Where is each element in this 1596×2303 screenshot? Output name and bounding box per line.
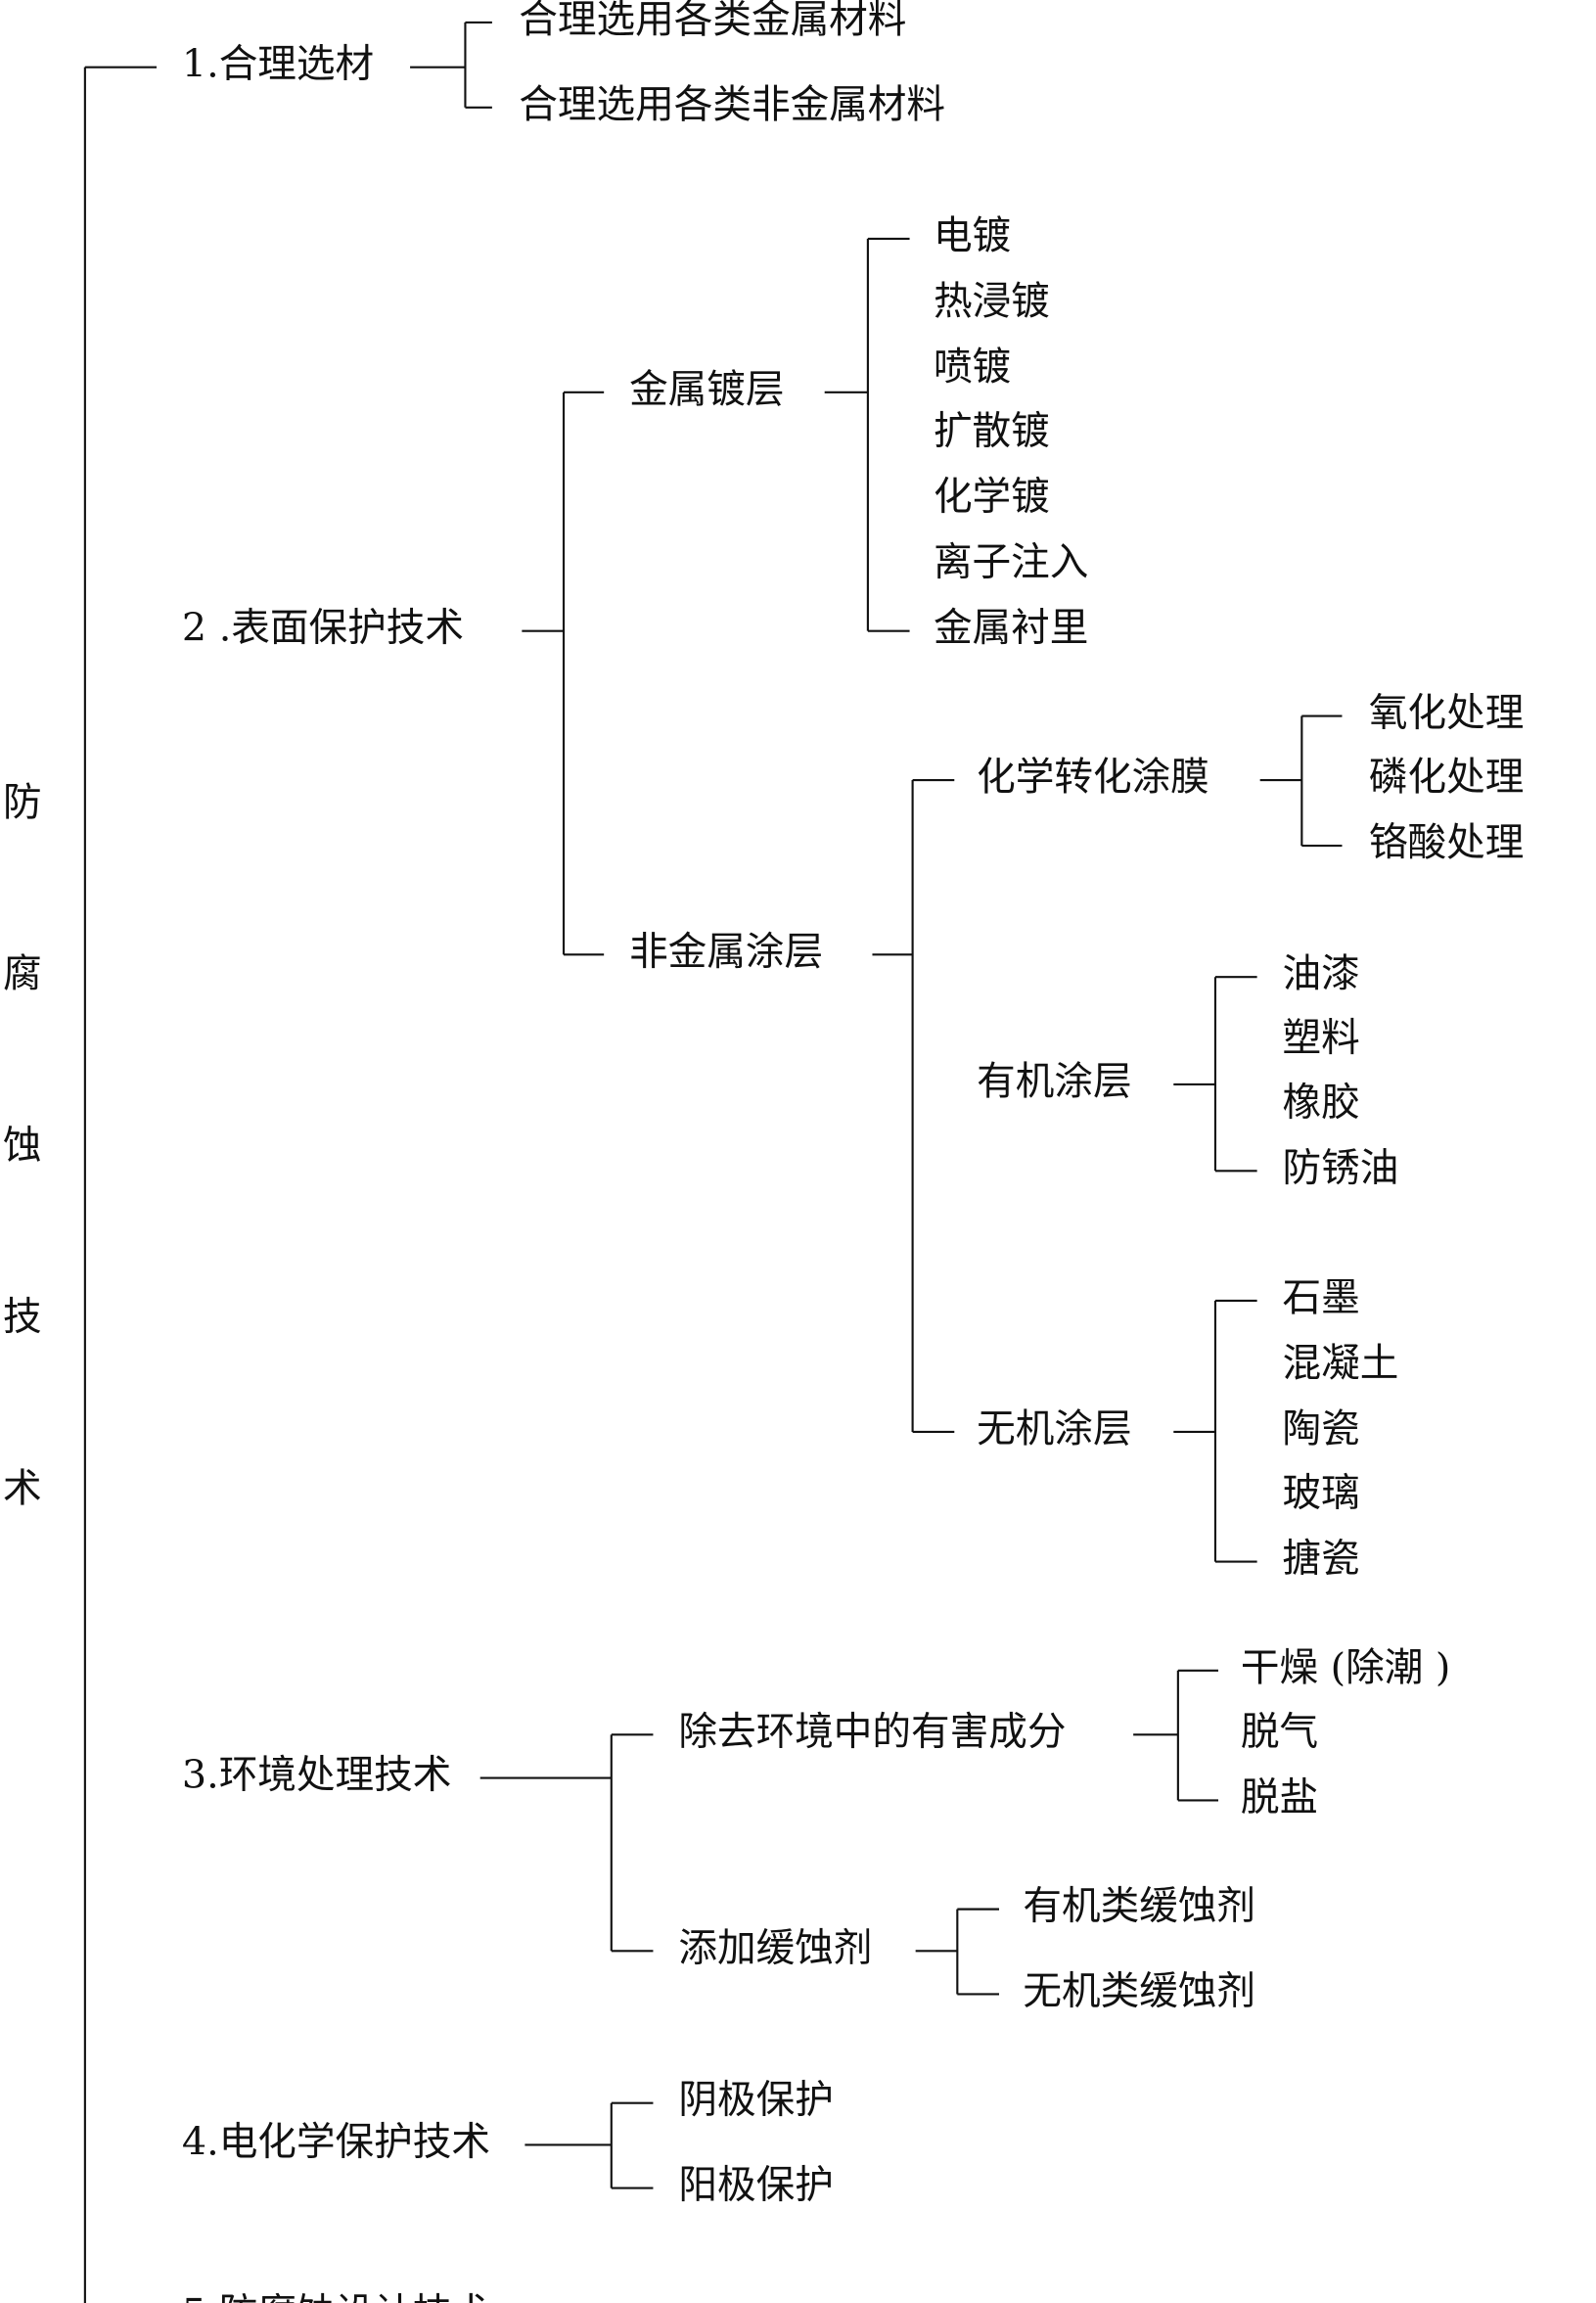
- root-title-char: 蚀: [3, 1123, 42, 1168]
- leaf: 铬酸处理: [1369, 820, 1524, 865]
- leaf: 阳极保护: [678, 2163, 833, 2208]
- root-title-char: 防: [3, 780, 42, 825]
- bracket-metal-coating: [824, 237, 910, 632]
- leaf: 化学镀: [934, 475, 1050, 520]
- node-electrochemical-protection: 4.电化学保护技术: [182, 2119, 490, 2164]
- leaf: 喷镀: [934, 345, 1011, 390]
- bracket-remove-harmful: [1133, 1669, 1219, 1802]
- bracket-add-inhibitor: [915, 1908, 999, 1996]
- bracket-surface-protection: [522, 391, 605, 956]
- leaf: 合理选用各类金属材料: [519, 0, 906, 42]
- leaf: 搪瓷: [1283, 1537, 1360, 1582]
- leaf: 脱盐: [1241, 1774, 1318, 1819]
- root-title-char: 技: [3, 1295, 42, 1340]
- leaf: 陶瓷: [1283, 1406, 1360, 1451]
- root-title-char: 腐: [3, 951, 42, 996]
- leaf: 磷化处理: [1369, 755, 1524, 800]
- bracket-environment-treatment: [479, 1733, 654, 1953]
- leaf: 氧化处理: [1369, 691, 1524, 736]
- leaf: 橡胶: [1283, 1080, 1360, 1125]
- node-nonmetal-coating: 非金属涂层: [629, 929, 823, 974]
- bracket-inorganic-coating: [1173, 1299, 1257, 1563]
- leaf: 无机类缓蚀剂: [1023, 1968, 1255, 2013]
- main-bracket: [83, 66, 158, 2303]
- leaf: 塑料: [1283, 1016, 1360, 1061]
- leaf: 有机类缓蚀剂: [1023, 1884, 1255, 1929]
- leaf: 玻璃: [1283, 1471, 1360, 1516]
- leaf: 阴极保护: [678, 2078, 833, 2123]
- node-environment-treatment: 3.环境处理技术: [182, 1753, 451, 1798]
- leaf: 离子注入: [934, 540, 1088, 585]
- leaf: 合理选用各类非金属材料: [519, 82, 945, 127]
- node-material-selection: 1.合理选材: [182, 42, 374, 87]
- leaf: 石墨: [1283, 1275, 1360, 1320]
- leaf: 防锈油: [1283, 1145, 1399, 1190]
- node-surface-protection: 2 .表面保护技术: [182, 606, 464, 651]
- node-design-technology: 5.防腐蚀设计技术: [182, 2291, 490, 2303]
- node-add-inhibitor: 添加缓蚀剂: [678, 1925, 872, 1970]
- root-title-char: 术: [3, 1466, 42, 1511]
- node-organic-coating: 有机涂层: [977, 1059, 1131, 1104]
- root-title: 防 腐 蚀 技 术: [3, 780, 42, 1511]
- node-chemical-conversion: 化学转化涂膜: [977, 755, 1209, 800]
- bracket-nonmetal-coating: [872, 778, 955, 1434]
- leaf: 电镀: [934, 213, 1011, 258]
- bracket-organic-coating: [1173, 976, 1257, 1173]
- leaf: 热浸镀: [934, 279, 1050, 324]
- leaf: 干燥 (除潮 ): [1241, 1645, 1451, 1690]
- leaf: 脱气: [1241, 1709, 1318, 1754]
- leaf: 扩散镀: [934, 409, 1050, 454]
- node-metal-coating: 金属镀层: [629, 367, 784, 412]
- bracket-material-selection: [410, 21, 492, 109]
- leaf: 混凝土: [1283, 1341, 1399, 1386]
- bracket-chemical-conversion: [1259, 714, 1343, 848]
- bracket-electrochemical-protection: [524, 2101, 654, 2189]
- node-remove-harmful: 除去环境中的有害成分: [678, 1709, 1066, 1754]
- node-inorganic-coating: 无机涂层: [977, 1406, 1131, 1451]
- leaf: 金属衬里: [934, 606, 1088, 651]
- leaf: 油漆: [1283, 951, 1360, 996]
